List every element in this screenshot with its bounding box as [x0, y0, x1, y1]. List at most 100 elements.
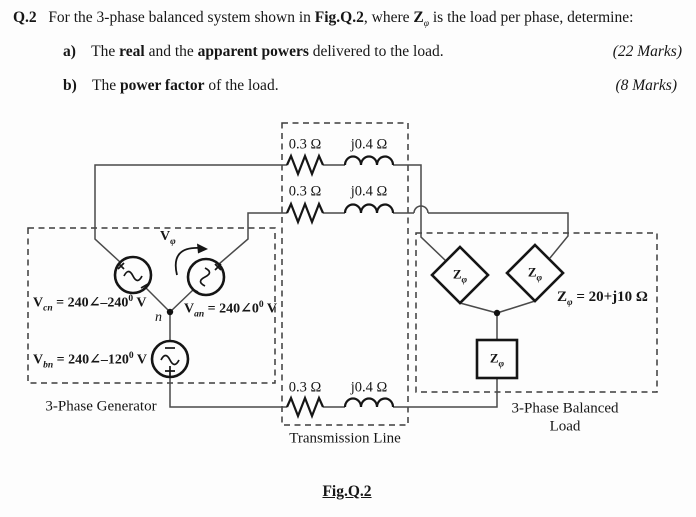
inductor-icon [343, 155, 395, 166]
z-sub: φ [567, 298, 573, 308]
vbn-symbol: V [33, 352, 44, 368]
r-label-line1: 0.3 Ω [288, 136, 322, 153]
item-b-text-2: of the load. [204, 77, 279, 94]
load-node-dot [493, 309, 501, 317]
z-symbol: Z [413, 9, 424, 26]
van-symbol: V [184, 301, 195, 317]
phase-arrow-icon [174, 243, 208, 276]
wires [94, 164, 569, 408]
resistor-icon [285, 200, 325, 226]
item-b: b) The power factor of the load. [63, 77, 279, 95]
item-a-bold-2: apparent powers [197, 43, 309, 60]
vcn-label: Vcn = 240∠–2400 V [33, 294, 146, 313]
sine-icon [199, 267, 211, 287]
source-vbn-symbols [160, 347, 180, 376]
transmission-line-box [281, 122, 409, 426]
impedance-diamond-icon [430, 245, 490, 305]
minus-mark-icon [140, 283, 149, 289]
r-label-line2: 0.3 Ω [288, 183, 322, 200]
vcn-degree: 0 [128, 294, 134, 304]
source-vcn-symbols [117, 262, 149, 289]
question-line: Q.2 For the 3-phase balanced system show… [13, 9, 633, 29]
load-impedances [430, 243, 565, 380]
source-van-symbols [191, 263, 222, 293]
item-a-text-2: and the [144, 43, 198, 60]
item-a-marks: (22 Marks) [612, 43, 682, 60]
resistor-icon [285, 152, 325, 178]
vcn-subscript: cn [43, 303, 53, 314]
load-box [415, 232, 658, 393]
item-b-bold-1: power factor [120, 77, 205, 94]
x-mark-icon [117, 262, 125, 270]
z-sub: φ [536, 273, 543, 284]
neutral-node-label: n [155, 310, 162, 325]
sine-icon [160, 354, 180, 366]
r-label-line3: 0.3 Ω [288, 379, 322, 396]
diamond-z-label: Zφ [453, 267, 467, 286]
inductor-icon [343, 203, 395, 214]
impedance-square-icon [475, 338, 519, 380]
item-a-text-1: The [91, 43, 120, 60]
z-sym: Z [489, 350, 499, 366]
plus-icon [165, 366, 175, 376]
x-label-line3: j0.4 Ω [350, 379, 388, 396]
z-sym: Z [527, 264, 537, 280]
z-sym: Z [452, 266, 462, 282]
inductor-icon [343, 397, 395, 408]
resistor-icon [285, 394, 325, 420]
item-a: a) The real and the apparent powers deli… [63, 43, 444, 61]
wire-phase-b [169, 377, 498, 408]
wire-phase-a [218, 205, 569, 265]
z-sym: Z [557, 289, 568, 305]
load-caption-line1: 3-Phase Balanced [511, 400, 619, 417]
x-mark-icon [214, 263, 222, 271]
minus-mark-icon [191, 288, 199, 293]
load-impedance-equation: Zφ = 20+j10 Ω [557, 289, 648, 308]
vbn-label: Vbn = 240∠–1200 V [33, 351, 147, 370]
item-b-marks: (8 Marks) [615, 77, 677, 94]
z-sub: φ [498, 359, 505, 370]
resistors [285, 152, 325, 420]
z-sub: φ [461, 275, 468, 286]
question-intro-1: For the 3-phase balanced system shown in [48, 9, 315, 26]
wire-load-neutral [459, 300, 536, 340]
item-b-label: b) [63, 77, 77, 94]
figure-caption: Fig.Q.2 [322, 483, 372, 500]
x-label-line2: j0.4 Ω [350, 183, 388, 200]
item-a-label: a) [63, 43, 76, 60]
sine-icon [123, 270, 143, 282]
item-b-text-1: The [92, 77, 121, 94]
van-value: = 240∠0 [204, 301, 259, 317]
vcn-symbol: V [33, 295, 44, 311]
van-unit: V [263, 301, 277, 317]
square-z-label: Zφ [490, 351, 504, 370]
wire-phase-c [94, 164, 447, 263]
vbn-value: = 240∠–120 [53, 352, 129, 368]
vbn-subscript: bn [43, 360, 54, 371]
voltage-sources [113, 255, 226, 379]
question-intro-3: is the load per phase, determine: [428, 9, 634, 26]
load-caption-line2: Load [549, 418, 581, 435]
question-number: Q.2 [13, 9, 37, 26]
vbn-degree: 0 [128, 351, 134, 361]
impedance-diamond-icon [505, 243, 565, 303]
item-a-bold-1: real [119, 43, 145, 60]
z-symbol-sub: φ [423, 19, 429, 30]
wire-generator-neutral [145, 287, 194, 341]
z-value: = 20+j10 Ω [572, 289, 648, 305]
vphase-symbol: V [160, 229, 171, 244]
van-label: Van = 240∠00 V [184, 300, 277, 319]
van-degree: 0 [258, 300, 264, 310]
diamond-z-label: Zφ [528, 265, 542, 284]
transmission-caption: Transmission Line [289, 430, 401, 447]
inductors [343, 155, 395, 408]
figure-reference: Fig.Q.2 [314, 9, 364, 26]
generator-caption: 3-Phase Generator [45, 398, 157, 415]
van-subscript: an [194, 309, 205, 320]
neutral-node-dot [166, 308, 174, 316]
vphase-label: Vφ [160, 229, 176, 247]
question-intro-2: , where [363, 9, 414, 26]
vphase-subscript: φ [170, 236, 176, 247]
